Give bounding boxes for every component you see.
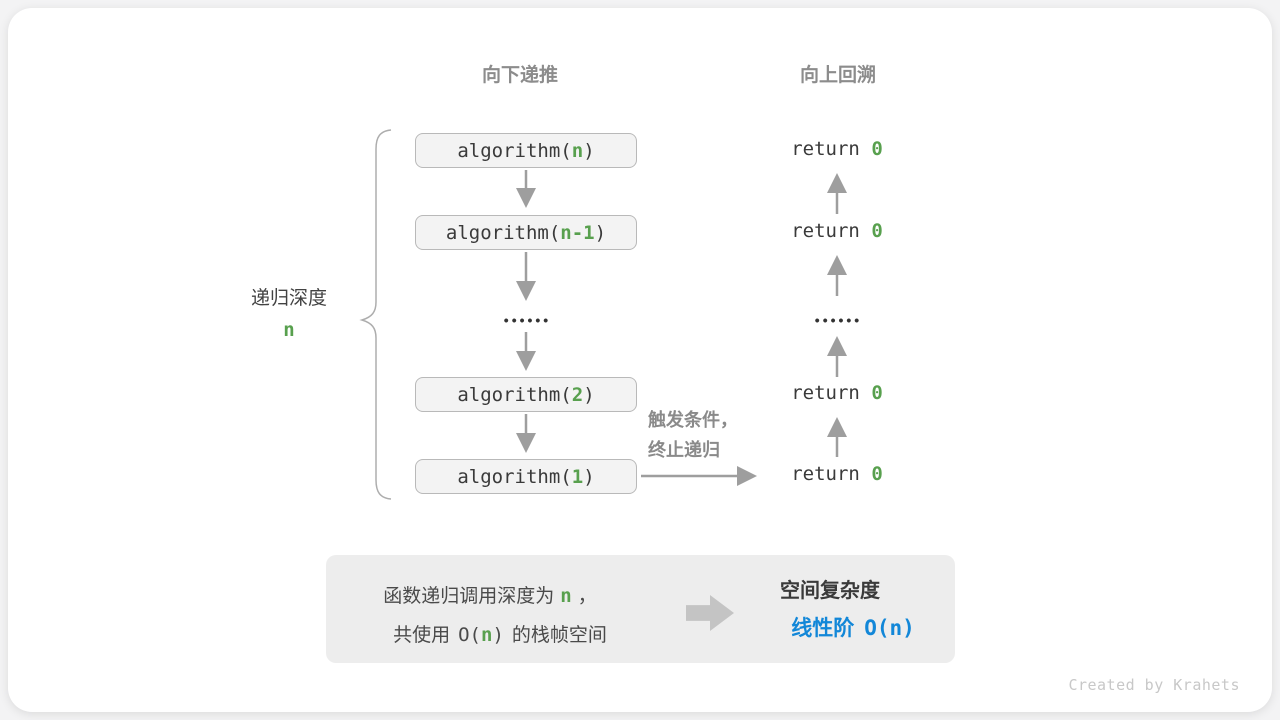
call-box-algorithm-2: algorithm(2) [415, 377, 637, 412]
code-text: algorithm( [457, 383, 572, 406]
summary-text: ， [577, 586, 597, 607]
base-case-label-line1: 触发条件， [648, 410, 738, 430]
complexity-label: 线性阶 [791, 617, 855, 640]
call-box-algorithm-1: algorithm(1) [415, 459, 637, 494]
code-text: algorithm( [457, 465, 572, 488]
header-backtrack-up: 向上回溯 [799, 65, 877, 86]
code-text: algorithm( [457, 139, 572, 162]
summary-panel [326, 555, 955, 663]
code-text: algorithm( [445, 221, 561, 244]
code-text: ) [583, 383, 595, 406]
code-arg: n-1 [560, 221, 595, 244]
return-statement: return 0 [791, 382, 883, 404]
call-box-algorithm-n: algorithm(n) [415, 133, 637, 168]
return-value: 0 [871, 463, 883, 485]
summary-line2: 共使用 O(n) 的栈帧空间 [393, 620, 607, 647]
summary-text: 的栈帧空间 [511, 625, 607, 646]
code-text: return [791, 463, 872, 485]
summary-big-o: ) [492, 624, 504, 646]
code-text: ) [583, 465, 595, 488]
return-value: 0 [871, 382, 883, 404]
summary-var: n [480, 624, 493, 646]
code-arg: 1 [571, 465, 584, 488]
space-complexity-title: 空间复杂度 [780, 580, 880, 602]
base-case-label: 触发条件， 终止递归 [648, 405, 738, 465]
header-recurse-down: 向下递推 [481, 65, 559, 86]
summary-var: n [560, 585, 572, 607]
ellipsis-left: •••••• [503, 312, 552, 328]
return-statement: return 0 [791, 220, 883, 242]
space-complexity-result: 线性阶 O(n) [791, 612, 915, 642]
call-box-algorithm-n-1: algorithm(n-1) [415, 215, 637, 250]
summary-text: 函数递归调用深度为 [383, 586, 555, 607]
summary-text: 共使用 [393, 625, 451, 646]
base-case-label-line2: 终止递归 [648, 440, 720, 460]
credit-text: Created by Krahets [1068, 676, 1240, 694]
return-statement: return 0 [791, 463, 883, 485]
depth-label: 递归深度 [250, 288, 328, 309]
depth-value: n [283, 319, 295, 341]
code-text: return [791, 382, 872, 404]
code-arg: n [571, 139, 584, 162]
ellipsis-right: •••••• [814, 312, 863, 328]
summary-big-o: O( [458, 624, 481, 646]
code-text: return [791, 138, 872, 160]
return-value: 0 [871, 220, 883, 242]
code-text: return [791, 220, 872, 242]
code-arg: 2 [571, 383, 584, 406]
return-statement: return 0 [791, 138, 883, 160]
complexity-value: O(n) [864, 616, 915, 640]
code-text: ) [594, 221, 607, 244]
code-text: ) [583, 139, 595, 162]
return-value: 0 [871, 138, 883, 160]
